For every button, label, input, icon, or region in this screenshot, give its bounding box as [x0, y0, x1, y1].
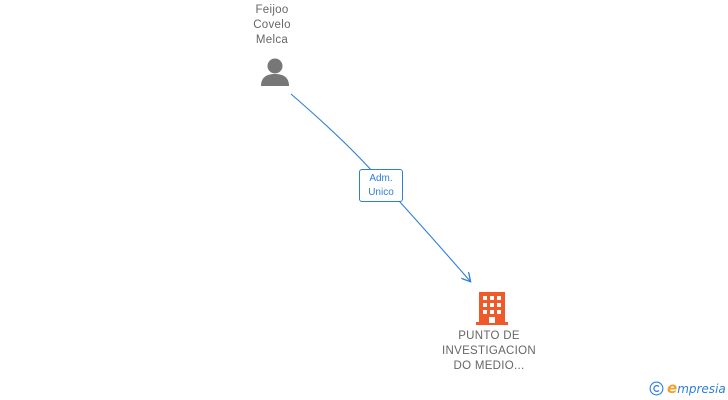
company-name-line-3: DO MEDIO...: [453, 360, 525, 372]
edge-role-label[interactable]: Adm. Unico: [359, 169, 403, 202]
brand-logo-rest: mpresia: [677, 382, 726, 396]
person-name-line-2: Covelo: [253, 19, 291, 31]
footer-branding: empresia: [649, 378, 728, 398]
building-icon[interactable]: [475, 290, 509, 326]
company-name-line-1: PUNTO DE: [458, 330, 520, 342]
person-name-line-3: Melca: [255, 34, 289, 46]
edge-role-line-2: Unico: [368, 187, 394, 198]
company-name-line-2: INVESTIGACION: [442, 345, 536, 357]
person-node-label[interactable]: Feijoo Covelo Melca: [224, 3, 320, 48]
brand-logo-initial: e: [667, 379, 678, 397]
company-node-label[interactable]: PUNTO DE INVESTIGACION DO MEDIO...: [426, 329, 552, 374]
edge-role-line-1: Adm.: [369, 173, 393, 184]
person-icon[interactable]: [258, 57, 292, 89]
person-name-line-1: Feijoo: [255, 4, 289, 16]
brand-logo[interactable]: empresia: [667, 379, 726, 397]
copyright-icon: [649, 381, 664, 395]
